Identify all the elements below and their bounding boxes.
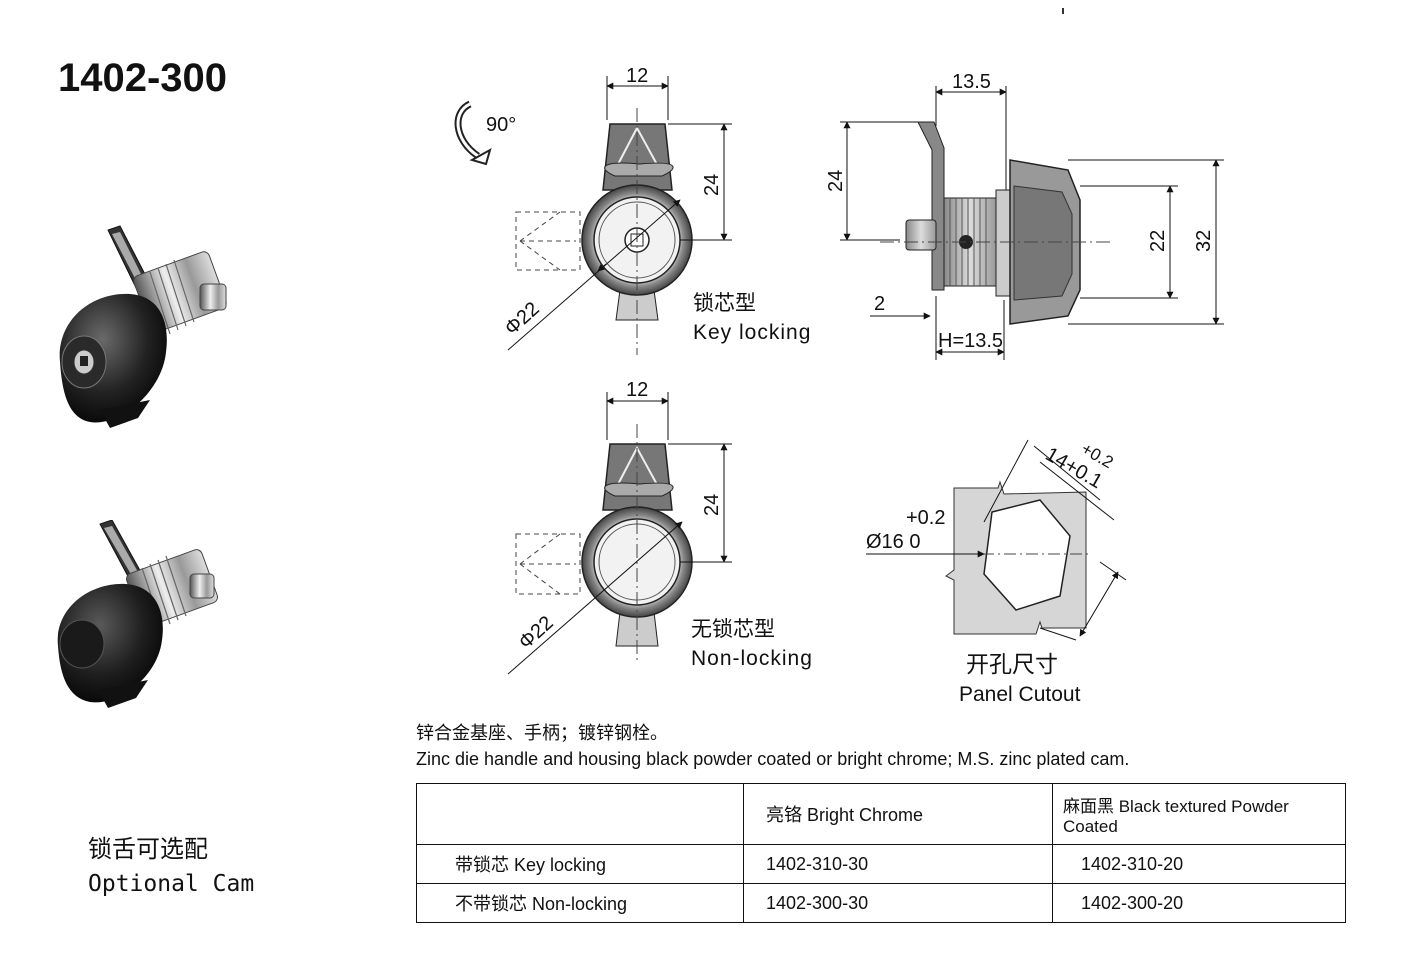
side-inner-dim: 22 (1147, 230, 1169, 252)
height-dim-key: 24 (701, 174, 723, 196)
side-outer-dim: 32 (1193, 230, 1215, 252)
panel-cutout-view: 14+0.1 +0.2 +0.2 Ø16 0 (866, 439, 1127, 641)
part-number-table: 亮铬 Bright Chrome 麻面黑 Black textured Powd… (416, 783, 1346, 923)
material-cn: 锌合金基座、手柄；镀锌钢栓。 (416, 723, 668, 743)
side-view: 13.5 24 22 32 (825, 71, 1224, 360)
key-locking-label-en: Key locking (693, 321, 811, 344)
technical-drawing: 90° 12 24 Φ22 锁芯型 Key locking (454, 8, 1224, 706)
product-photo-key-locking (59, 225, 227, 428)
product-photo-non-locking (57, 520, 218, 708)
width-dim-non: 12 (626, 379, 648, 401)
product-code-title: 1402-300 (58, 56, 228, 100)
material-en: Zinc die handle and housing black powder… (416, 749, 1130, 769)
material-description: 锌合金基座、手柄；镀锌钢栓。 Zinc die handle and housi… (416, 720, 1129, 772)
table-row: 带锁芯 Key locking 1402-310-30 1402-310-20 (416, 844, 1346, 884)
table-row: 不带锁芯 Non-locking 1402-300-30 1402-300-20 (416, 883, 1346, 923)
diameter-dim-non: Φ22 (515, 612, 558, 654)
table-cell: 不带锁芯 Non-locking (416, 883, 744, 923)
cutout-diam-tol: +0.2 (906, 507, 945, 529)
front-view-non-locking: 12 24 Φ22 (507, 379, 732, 675)
cutout-label-en: Panel Cutout (959, 683, 1081, 706)
table-header-row: 亮铬 Bright Chrome 麻面黑 Black textured Powd… (416, 783, 1346, 845)
table-cell: 1402-300-30 (743, 883, 1053, 923)
non-locking-label-cn: 无锁芯型 (691, 618, 775, 641)
side-gap-dim: 2 (874, 293, 885, 315)
side-h-dim: H=13.5 (938, 330, 1003, 352)
front-view-key-locking: 12 24 Φ22 (501, 65, 732, 355)
table-cell: 1402-310-20 (1052, 844, 1346, 884)
non-locking-label-en: Non-locking (691, 647, 813, 670)
rotation-icon (454, 100, 492, 166)
key-locking-label-cn: 锁芯型 (693, 292, 756, 315)
table-header-cell: 麻面黑 Black textured Powder Coated (1052, 783, 1346, 845)
table-header-cell: 亮铬 Bright Chrome (743, 783, 1053, 845)
table-cell: 1402-300-20 (1052, 883, 1346, 923)
optional-cam-label-cn: 锁舌可选配 (88, 836, 208, 863)
table-header-cell (416, 783, 744, 845)
table-cell: 带锁芯 Key locking (416, 844, 744, 884)
optional-cam-label-en: Optional Cam (88, 871, 255, 897)
side-top-dim: 13.5 (952, 71, 991, 93)
rotation-label: 90° (486, 114, 516, 136)
cutout-label-cn: 开孔尺寸 (966, 651, 1058, 677)
width-dim-key: 12 (626, 65, 648, 87)
diameter-dim-key: Φ22 (501, 298, 544, 340)
table-cell: 1402-310-30 (743, 844, 1053, 884)
side-height-dim: 24 (825, 170, 847, 192)
cutout-diam-dim: Ø16 0 (866, 531, 920, 553)
height-dim-non: 24 (701, 494, 723, 516)
